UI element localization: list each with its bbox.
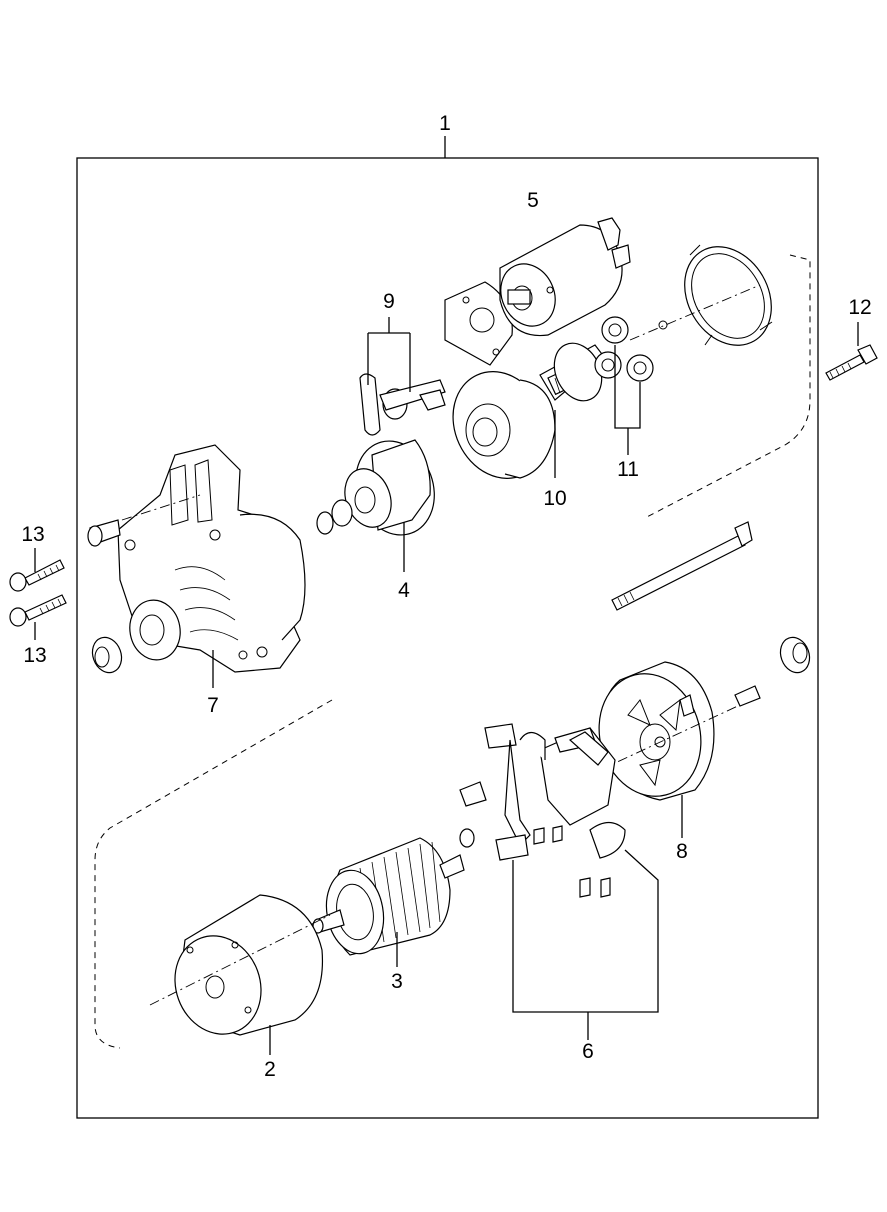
dashed-group-upper bbox=[644, 254, 811, 519]
callout-2: 2 bbox=[264, 1058, 276, 1081]
callout-1: 1 bbox=[439, 112, 451, 135]
part-8-rear-bracket bbox=[598, 636, 811, 838]
assembly-frame bbox=[76, 157, 819, 1119]
part-10-gear-housing bbox=[452, 342, 606, 479]
part-6-brush-holder bbox=[459, 723, 659, 1040]
part-11-planet-gears bbox=[594, 316, 654, 455]
callout-11: 11 bbox=[617, 458, 639, 481]
part-9-lever bbox=[359, 317, 446, 436]
callout-5: 5 bbox=[527, 189, 539, 212]
part-dust-cover-ring bbox=[629, 244, 773, 346]
part-through-bolt bbox=[611, 521, 753, 611]
part-7-front-bracket bbox=[87, 444, 306, 688]
callout-9: 9 bbox=[383, 290, 395, 313]
part-13-bolts bbox=[9, 548, 67, 640]
part-4-overrunning-clutch bbox=[316, 439, 435, 572]
callout-6: 6 bbox=[582, 1040, 594, 1063]
callout-10: 10 bbox=[543, 487, 566, 510]
callout-13-upper: 13 bbox=[21, 523, 44, 546]
callout-8: 8 bbox=[676, 840, 688, 863]
part-2-yoke bbox=[149, 894, 331, 1055]
callout-4: 4 bbox=[398, 579, 410, 602]
callout-7: 7 bbox=[207, 694, 219, 717]
callout-13-lower: 13 bbox=[23, 644, 46, 667]
callout-3: 3 bbox=[391, 970, 403, 993]
part-12-bolt bbox=[825, 322, 878, 381]
callout-12: 12 bbox=[848, 296, 871, 319]
part-5-magnetic-switch bbox=[444, 217, 631, 366]
part-3-armature bbox=[312, 837, 465, 967]
